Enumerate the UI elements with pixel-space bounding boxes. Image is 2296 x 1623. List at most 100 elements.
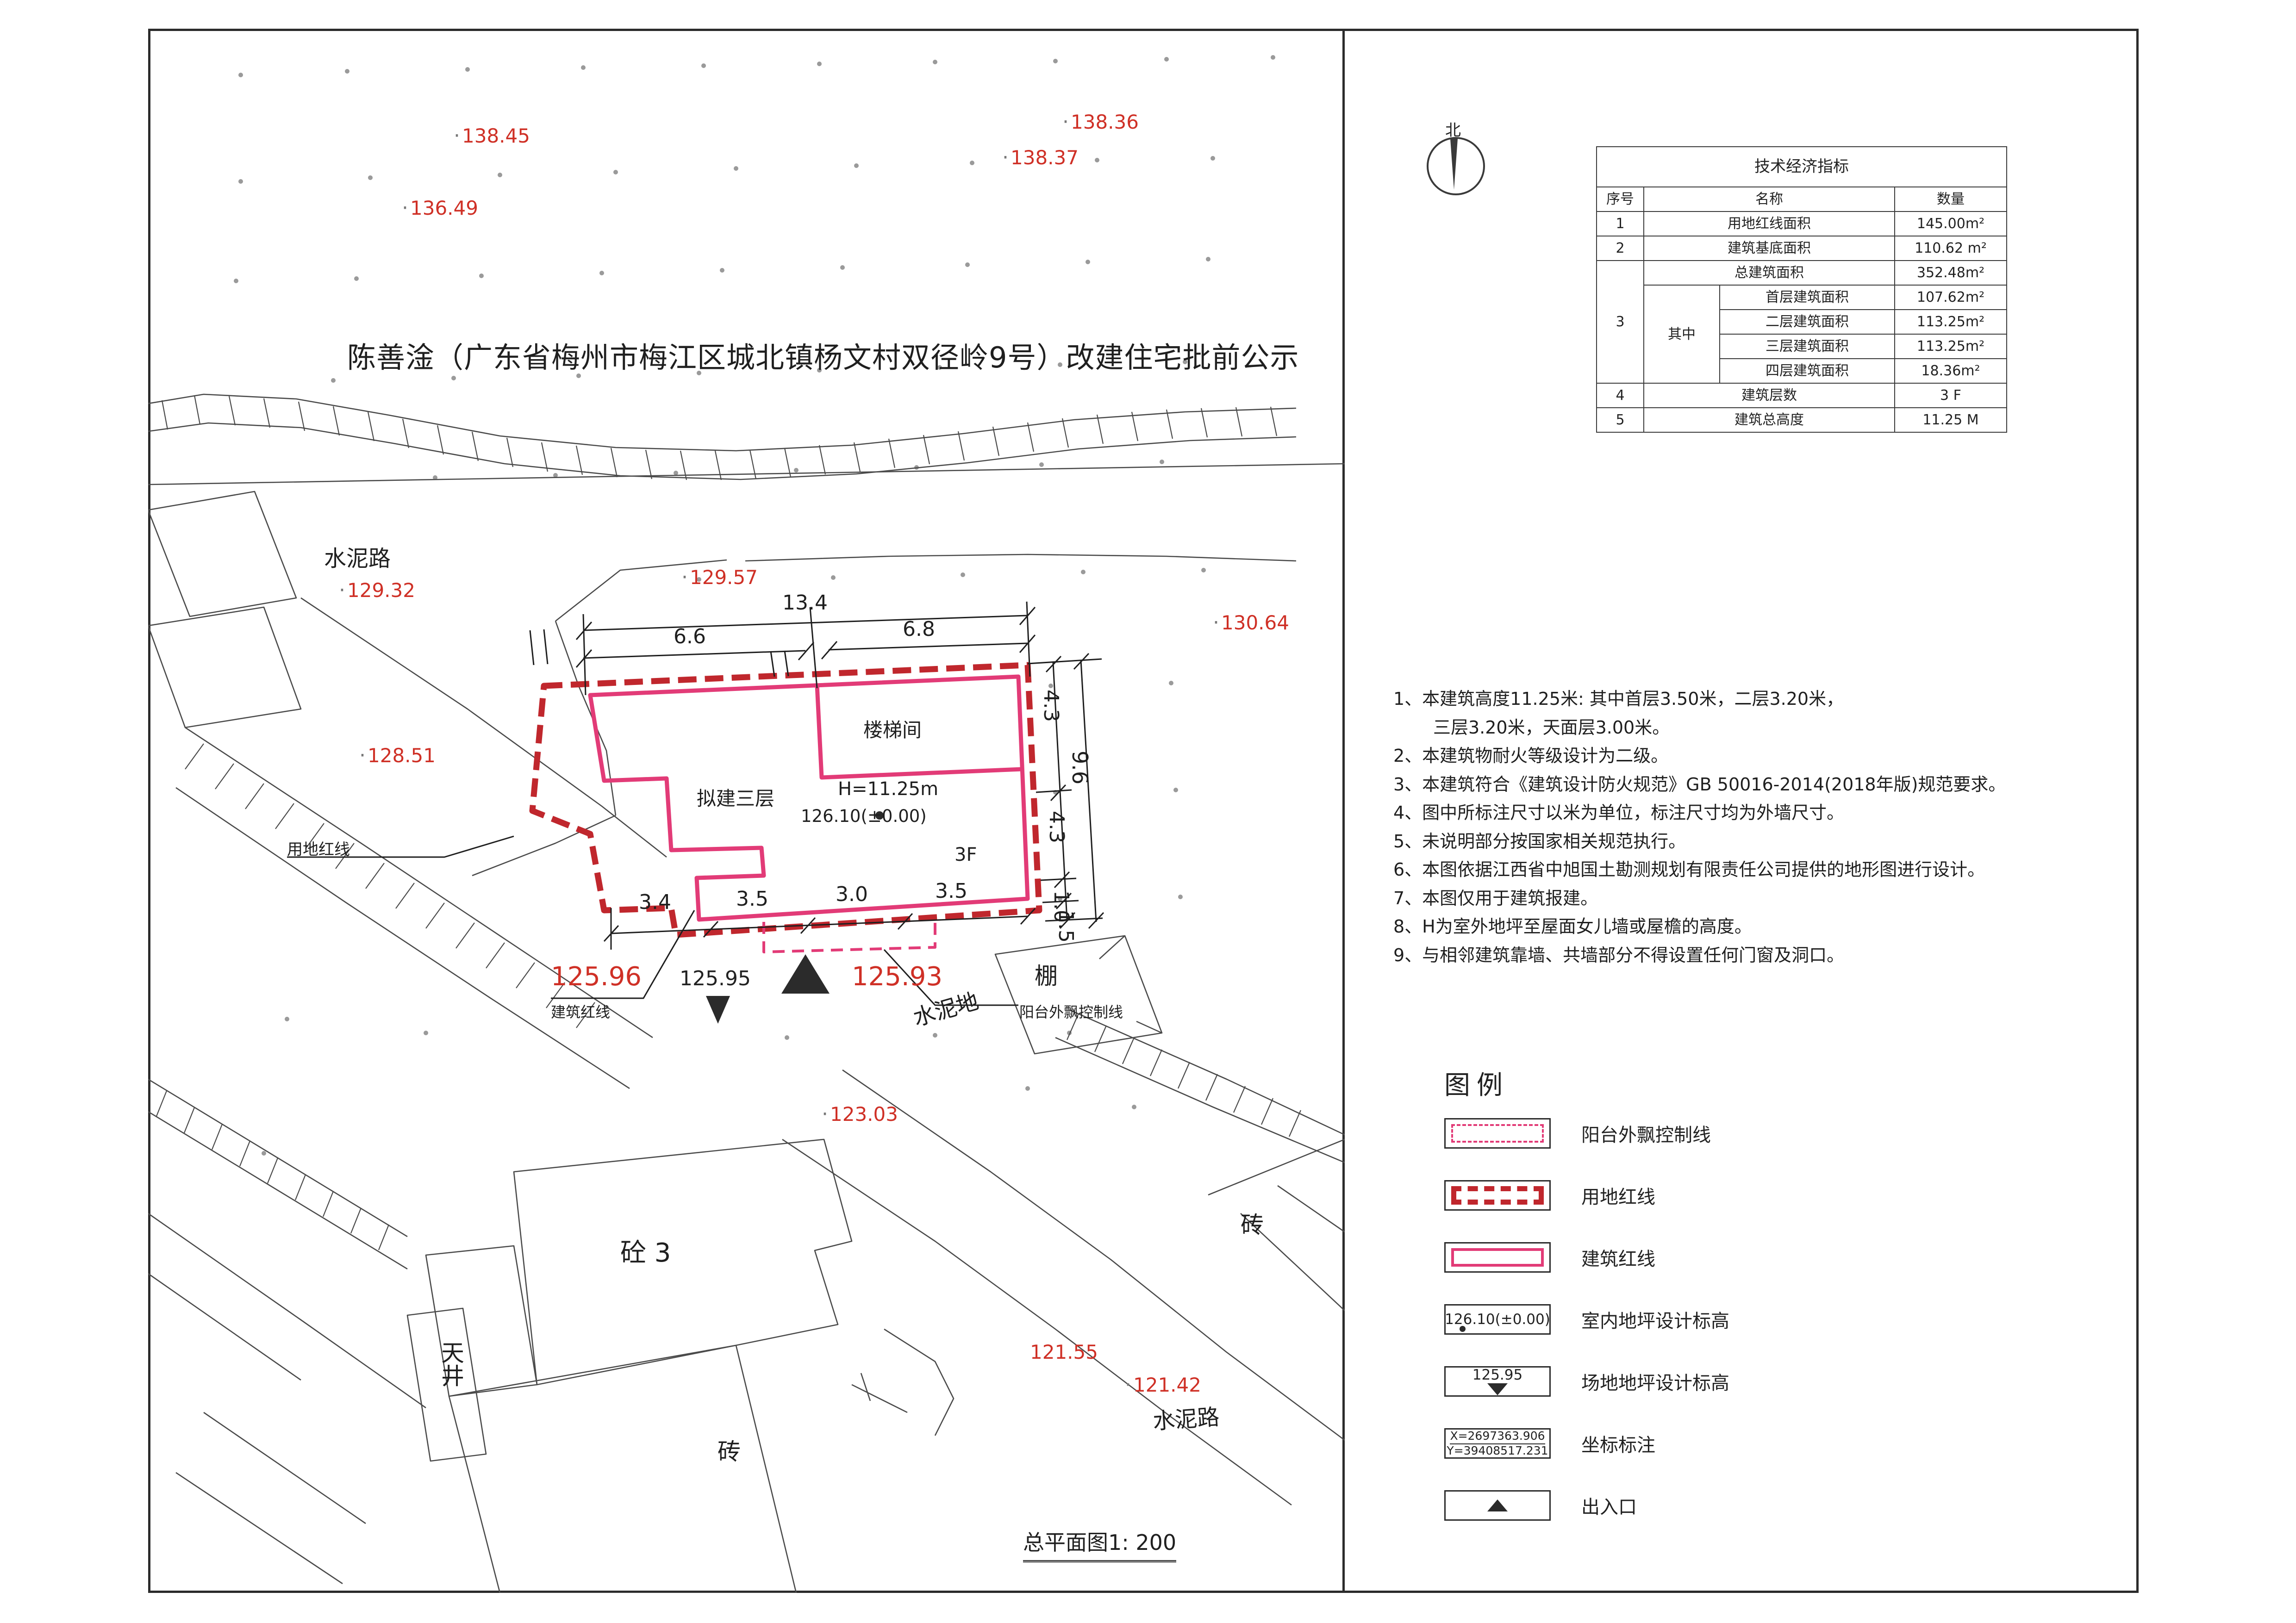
legend-item-entrance: 出入口 [1444, 1481, 2092, 1530]
cell-qty: 107.62m² [1894, 285, 2007, 311]
cell-group-label: 其中 [1643, 285, 1720, 384]
legend-block: 图例 阳台外飘控制线 用地红线 建筑红线 126.10(±0.00) 室内地坪设… [1444, 1064, 2092, 1543]
coord-y-sample: Y=39408517.231 [1447, 1443, 1548, 1457]
north-needle [1450, 139, 1458, 190]
shed-label: 棚 [1031, 964, 1058, 987]
dim-right-4: 1.5 [1054, 910, 1078, 943]
spot-elevation: 129.32 [339, 578, 415, 602]
note-item: 2、本建筑物耐火等级设计为二级。 [1393, 746, 1669, 766]
design-notes-list: 1、本建筑高度11.25米: 其中首层3.50米，二层3.20米， 三层3.20… [1393, 685, 2143, 970]
note-item: 9、与相邻建筑靠墙、共墙部分不得设置任何门窗及洞口。 [1393, 945, 1845, 965]
note-item: 6、本图依据江西省中旭国土勘测规划有限责任公司提供的地形图进行设计。 [1393, 859, 1985, 880]
cell-name: 建筑基底面积 [1643, 236, 1895, 261]
sheet-divider [1342, 29, 1345, 1593]
cell-qty: 18.36m² [1894, 358, 2007, 384]
building-height-label: H=11.25m [838, 778, 939, 800]
spot-elevation: 130.64 [1213, 611, 1289, 634]
cell-no: 3 [1596, 260, 1644, 384]
level-dot-icon [1460, 1326, 1466, 1332]
legend-item-coordinate: X=2697363.906 Y=39408517.231 坐标标注 [1444, 1419, 2092, 1468]
brick-label-bottom: 砖 [718, 1438, 741, 1465]
dim-bottom-1: 3.4 [639, 890, 671, 914]
road-label-top: 水泥路 [324, 546, 391, 572]
cell-name: 三层建筑面积 [1719, 334, 1895, 360]
leader-label-building-redline: 建筑红线 [551, 1003, 611, 1021]
sheet-border [148, 29, 2139, 1593]
cell-qty: 3 F [1894, 383, 2007, 409]
indoor-level-swatch: 126.10(±0.00) [1444, 1304, 1551, 1335]
table-row: 二层建筑面积 113.25m² [1597, 309, 2007, 335]
entrance-swatch [1444, 1490, 1551, 1521]
cell-no: 5 [1596, 407, 1644, 433]
spot-elevation: 136.49 [402, 196, 478, 220]
legend-caption: 出入口 [1581, 1497, 1637, 1518]
cell-name: 二层建筑面积 [1719, 309, 1895, 335]
legend-item-indoor-level: 126.10(±0.00) 室内地坪设计标高 [1444, 1295, 2092, 1343]
dim-top-left: 6.6 [674, 625, 706, 648]
land-redline-swatch [1444, 1180, 1551, 1211]
spot-elevation: 125.96 [551, 962, 642, 992]
dim-right-2: 4.3 [1045, 811, 1068, 843]
legend-item-land-redline: 用地红线 [1444, 1171, 2092, 1219]
north-arrow-icon: 北 [1416, 119, 1491, 212]
dim-right-1: 4.3 [1039, 690, 1063, 722]
north-circle [1427, 137, 1485, 195]
cell-name: 首层建筑面积 [1719, 285, 1895, 311]
spot-elevation: 121.55 [1030, 1341, 1098, 1363]
note-item: 8、H为室外地坪至屋面女儿墙或屋檐的高度。 [1393, 916, 1752, 937]
floors-count-label: 3F [955, 844, 977, 865]
legend-caption: 阳台外飘控制线 [1581, 1125, 1711, 1146]
spot-elevation: 138.45 [454, 124, 530, 148]
spot-elevation: 138.36 [1062, 110, 1139, 134]
brick-label-right: 砖 [1241, 1212, 1264, 1238]
cell-qty: 113.25m² [1894, 309, 2007, 335]
table-row: 其中 首层建筑面积 107.62m² [1597, 285, 2007, 384]
note-item: 三层3.20米，天面层3.00米。 [1433, 717, 1670, 738]
note-item: 4、图中所标注尺寸以米为单位，标注尺寸均为外墙尺寸。 [1393, 802, 1845, 823]
site-level-swatch: 125.95 [1444, 1366, 1551, 1397]
coordinate-swatch: X=2697363.906 Y=39408517.231 [1444, 1428, 1551, 1459]
table-row: 3 总建筑面积 352.48m² [1596, 260, 2007, 384]
legend-item-balcony-control-line: 阳台外飘控制线 [1444, 1109, 2092, 1157]
building-redline-swatch [1444, 1242, 1551, 1273]
spot-elevation: 129.57 [681, 566, 758, 589]
cell-name: 四层建筑面积 [1719, 358, 1895, 384]
note-item: 5、未说明部分按国家相关规范执行。 [1393, 831, 1686, 852]
triangle-down-icon [1487, 1383, 1508, 1395]
cell-name: 建筑总高度 [1643, 407, 1895, 433]
dim-bottom-3: 3.0 [836, 883, 868, 906]
site-plan-vector [148, 55, 1345, 1593]
legend-caption: 场地地坪设计标高 [1581, 1373, 1729, 1394]
balcony-control-line-swatch [1444, 1118, 1551, 1149]
th-name: 名称 [1643, 187, 1895, 212]
concrete-building-label: 砼 3 [620, 1238, 671, 1268]
coord-x-sample: X=2697363.906 [1450, 1429, 1545, 1444]
table-row: 1 用地红线面积 145.00m² [1596, 211, 2007, 237]
table-row: 三层建筑面积 113.25m² [1597, 334, 2007, 360]
cell-no: 1 [1596, 211, 1644, 237]
road-label-bottom: 水泥路 [1152, 1404, 1221, 1435]
building-main-label: 拟建三层 [697, 787, 775, 810]
table-row: 2 建筑基底面积 110.62 m² [1596, 236, 2007, 261]
table-title: 技术经济指标 [1596, 146, 2007, 188]
legend-caption: 用地红线 [1581, 1187, 1655, 1208]
triangle-up-icon [1487, 1499, 1508, 1511]
spot-elevation: 125.93 [852, 962, 942, 992]
page-title: 陈善淦（广东省梅州市梅江区城北镇杨文村双径岭9号）改建住宅批前公示 [347, 341, 1299, 374]
legend-caption: 坐标标注 [1581, 1435, 1655, 1456]
dim-overall-top: 13.4 [782, 591, 828, 615]
cell-qty: 110.62 m² [1894, 236, 2007, 261]
legend-caption: 室内地坪设计标高 [1581, 1311, 1729, 1332]
note-item: 7、本图仅用于建筑报建。 [1393, 888, 1598, 908]
th-qty: 数量 [1894, 187, 2007, 212]
stairwell-label: 楼梯间 [863, 719, 922, 741]
dim-bottom-4: 3.5 [935, 879, 967, 903]
table-row: 4 建筑层数 3 F [1596, 383, 2007, 409]
dim-top-right: 6.8 [903, 617, 935, 641]
indoor-level-sample: 126.10(±0.00) [1445, 1311, 1550, 1328]
cell-qty: 113.25m² [1894, 334, 2007, 360]
table-row: 四层建筑面积 18.36m² [1597, 358, 2007, 384]
technical-index-table: 技术经济指标 序号 名称 数量 1 用地红线面积 145.00m² 2 建筑基底… [1596, 146, 2007, 433]
cell-no: 4 [1596, 383, 1644, 409]
